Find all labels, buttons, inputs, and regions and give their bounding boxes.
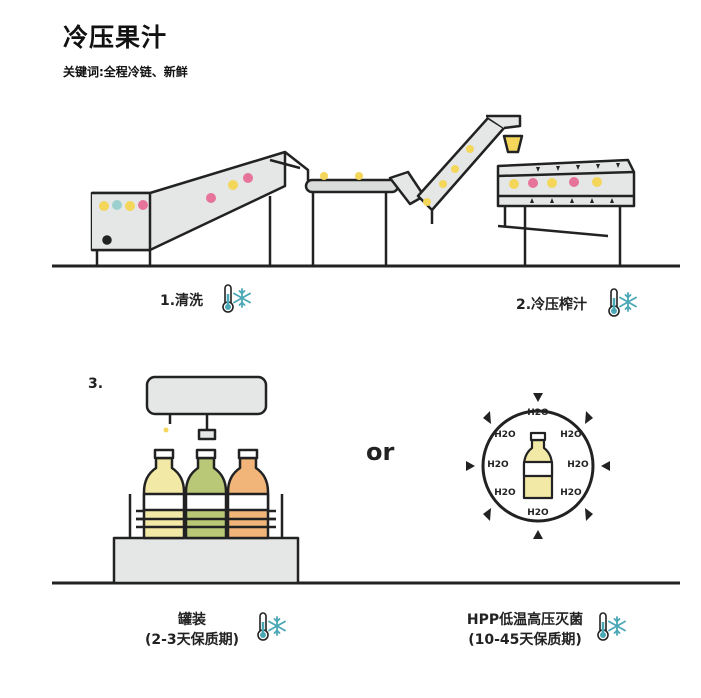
elevator-conveyor	[388, 114, 522, 224]
transfer-conveyor	[304, 172, 400, 266]
hpp-label: HPP低温高压灭菌	[466, 612, 584, 628]
cold-chain-icon-step1	[221, 283, 251, 314]
h2o-marker: H2O	[527, 408, 549, 418]
snowflake-icon	[608, 616, 626, 636]
snowflake-icon	[619, 292, 637, 312]
fruits-pressing	[509, 177, 602, 189]
h2o-marker: H2O	[494, 488, 516, 498]
snowflake-icon	[233, 288, 251, 308]
thermometer-icon	[607, 287, 621, 318]
cold-chain-icon-canning	[256, 611, 286, 642]
h2o-marker: H2O	[527, 508, 549, 518]
washing-machine	[90, 150, 310, 266]
h2o-marker: H2O	[567, 460, 589, 470]
bottle-yellow	[142, 448, 186, 540]
fruits-elevator	[423, 145, 474, 206]
h2o-marker: H2O	[487, 460, 509, 470]
step1-label: 1.清洗	[160, 293, 204, 309]
h2o-marker: H2O	[494, 430, 516, 440]
thermometer-icon	[221, 283, 235, 314]
fruits-washing	[99, 173, 253, 211]
page-title: 冷压果汁	[63, 23, 168, 52]
cold-chain-icon-step2	[607, 287, 637, 318]
canning-label-block: 罐装 (2-3天保质期)	[132, 610, 252, 650]
pressure-arrows	[466, 393, 610, 539]
bottle-orange	[226, 448, 270, 540]
hpp-bottle	[522, 431, 554, 500]
h2o-marker: H2O	[560, 488, 582, 498]
thermometer-icon	[256, 611, 270, 642]
juice-drop	[163, 427, 169, 433]
press-teeth	[530, 163, 620, 203]
or-text: or	[366, 438, 395, 466]
page-subtitle: 关键词:全程冷链、新鲜	[63, 65, 188, 79]
canning-label: 罐装	[178, 612, 206, 628]
h2o-marker: H2O	[560, 430, 582, 440]
snowflake-icon	[268, 616, 286, 636]
cold-press-machine	[496, 134, 636, 266]
conveyor-rails	[136, 517, 276, 529]
cold-chain-icon-hpp	[596, 611, 626, 642]
step3-number: 3.	[88, 376, 104, 392]
hpp-chamber	[466, 393, 610, 539]
step2-label: 2.冷压榨汁	[516, 297, 588, 313]
hpp-label-block: HPP低温高压灭菌 (10-45天保质期)	[450, 610, 600, 650]
hpp-shelf-life: (10-45天保质期)	[468, 632, 582, 648]
canning-shelf-life: (2-3天保质期)	[144, 632, 240, 648]
bottle-green	[184, 448, 228, 540]
